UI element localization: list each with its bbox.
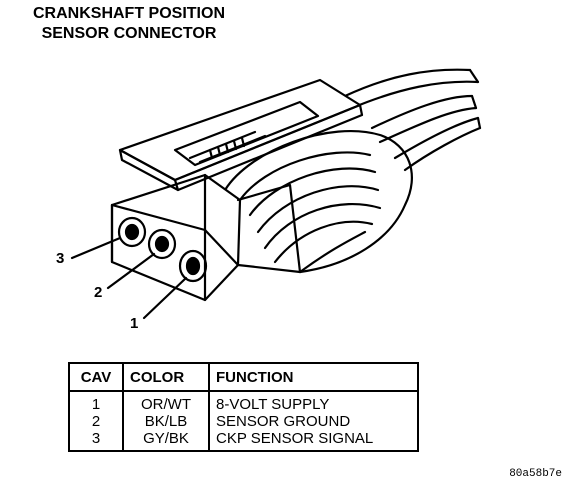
locking-tab	[118, 78, 364, 192]
cell-color: OR/WT	[122, 391, 210, 413]
table-row: 2 BK/LB SENSOR GROUND	[68, 413, 419, 430]
cell-function: CKP SENSOR SIGNAL	[208, 430, 419, 452]
cell-cav: 2	[68, 413, 124, 430]
wire-bundle	[343, 68, 482, 172]
cell-cav: 1	[68, 391, 124, 413]
callout-2: 2	[94, 284, 103, 301]
cell-cav: 3	[68, 430, 124, 452]
header-color: COLOR	[122, 362, 210, 392]
cavity-function-table: CAV COLOR FUNCTION 1 OR/WT 8-VOLT SUPPLY…	[68, 362, 419, 452]
cavity-1	[178, 249, 208, 283]
connector-body	[223, 130, 413, 274]
table-row: 1 OR/WT 8-VOLT SUPPLY	[68, 391, 419, 413]
table-header-row: CAV COLOR FUNCTION	[68, 362, 419, 392]
figure-id: 80a58b7e	[509, 468, 562, 480]
header-function: FUNCTION	[208, 362, 419, 392]
callout-1: 1	[130, 315, 139, 332]
connector-housing	[110, 173, 302, 302]
cavity-3	[117, 216, 147, 248]
header-cav: CAV	[68, 362, 124, 392]
cell-function: 8-VOLT SUPPLY	[208, 391, 419, 413]
table-row: 3 GY/BK CKP SENSOR SIGNAL	[68, 430, 419, 452]
cell-color: GY/BK	[122, 430, 210, 452]
callout-leader-3	[70, 236, 122, 260]
cell-function: SENSOR GROUND	[208, 413, 419, 430]
title-line-1: CRANKSHAFT POSITION	[33, 5, 225, 22]
cell-color: BK/LB	[122, 413, 210, 430]
title-line-2: SENSOR CONNECTOR	[41, 25, 217, 42]
callout-leader-2	[106, 252, 156, 290]
callout-3: 3	[56, 250, 65, 267]
cavity-2	[147, 228, 177, 260]
callout-leader-1	[142, 276, 188, 320]
diagram-title: CRANKSHAFT POSITION SENSOR CONNECTOR	[14, 4, 244, 44]
